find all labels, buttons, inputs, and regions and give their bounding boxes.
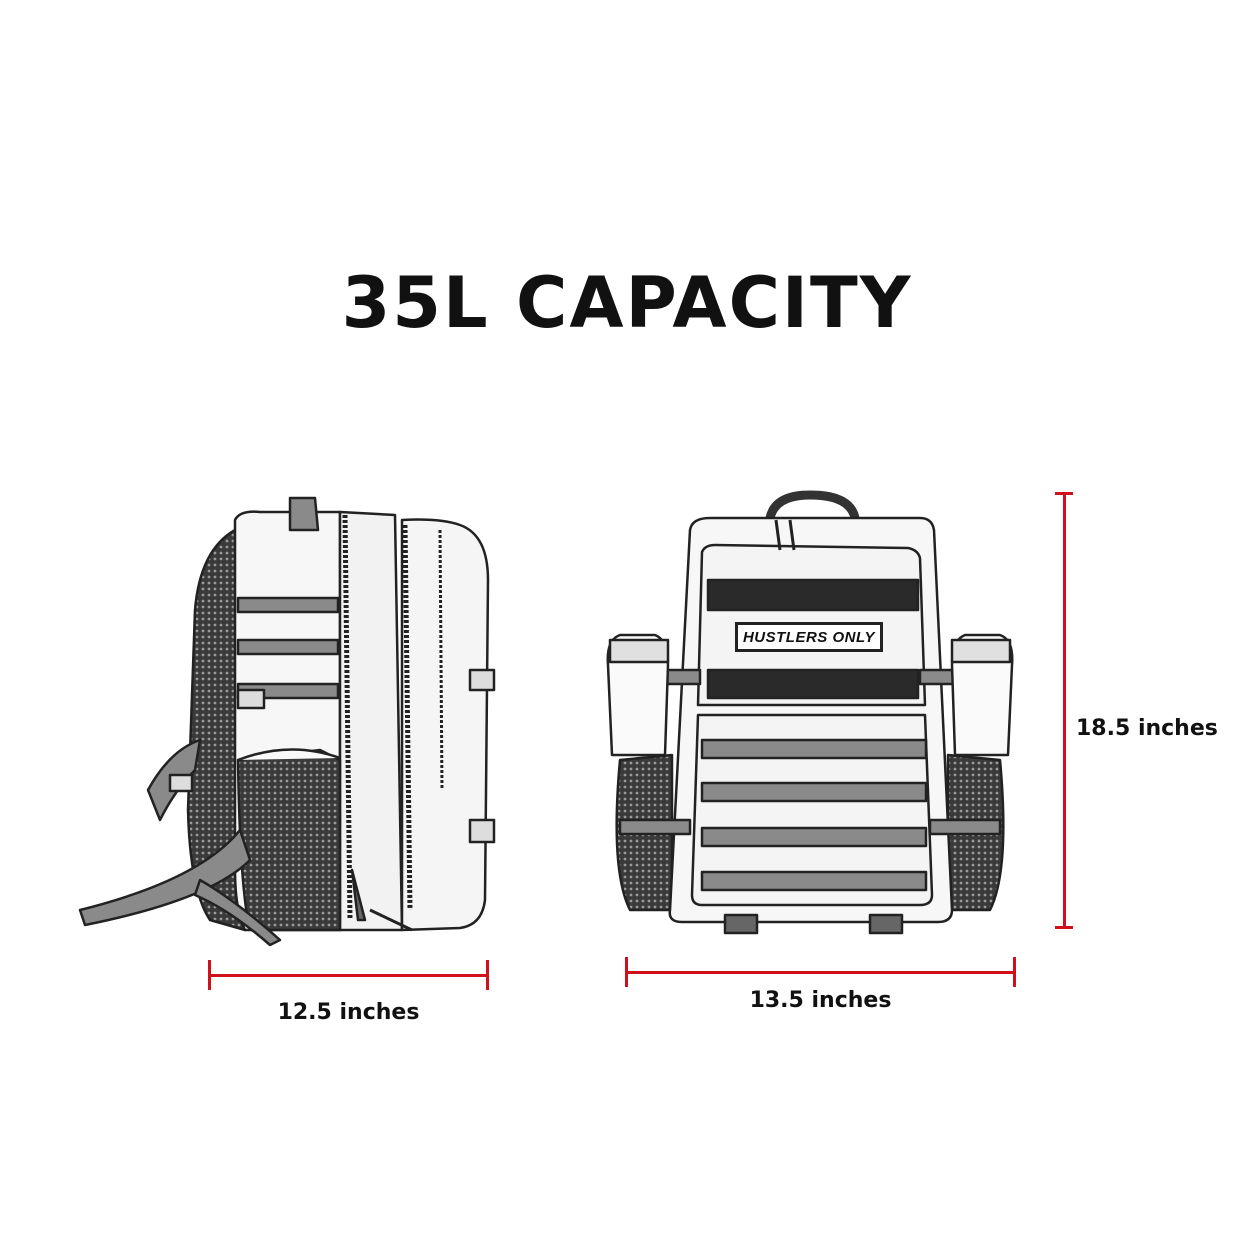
page-title: 35L CAPACITY bbox=[341, 262, 913, 344]
patch-text: HUSTLERS ONLY bbox=[742, 628, 876, 646]
hustlers-only-patch: HUSTLERS ONLY bbox=[735, 622, 883, 652]
front-width-label: 13.5 inches bbox=[749, 988, 892, 1013]
side-width-label: 12.5 inches bbox=[277, 1000, 420, 1025]
backpack-front-view-icon bbox=[606, 490, 1014, 935]
height-label: 18.5 inches bbox=[1076, 716, 1218, 741]
backpack-side-view-icon bbox=[78, 496, 496, 947]
